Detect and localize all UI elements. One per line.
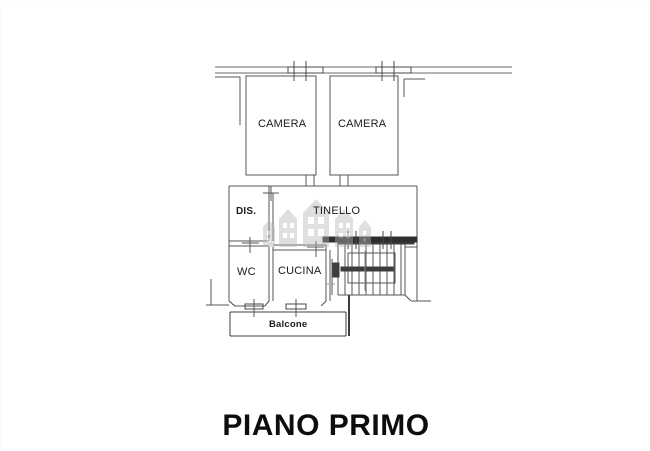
room-outline-camera-left [245,75,317,176]
room-label-balcone: Balcone [269,319,308,330]
room-label-tinello: TINELLO [313,205,361,217]
balcone-outline [229,311,347,337]
door-cucina [307,241,324,257]
door-dis-wc [242,237,259,253]
window-top-right [375,61,412,81]
wall-cucina-tinello [273,244,331,307]
wall-stub-top-left [215,76,241,125]
staircase [331,238,415,296]
door-camera-left [305,175,315,186]
door-dis-north [263,186,279,201]
room-label-cucina: CUCINA [278,265,322,277]
room-label-camera-right: CAMERA [338,118,387,130]
stair-balustrade-ticks [347,231,392,249]
exterior-wall-top [215,66,512,74]
wall-dis-wc-horizontal [229,240,269,247]
stair-landing-bar [322,236,418,243]
room-label-disimpegno: DIS. [236,206,257,217]
wall-stub-top-right [403,78,425,97]
door-wc-balcone [244,299,264,317]
room-label-camera-left: CAMERA [258,118,307,130]
door-cucina-balcone [285,299,307,317]
annex-right [404,246,431,302]
lower-block-outline [228,185,418,307]
page-title: PIANO PRIMO [222,409,430,442]
wall-dis-wc-partition [264,186,274,307]
room-outline-camera-right [329,75,399,176]
room-label-wc: WC [237,266,256,278]
door-camera-right [339,175,349,186]
window-top-left [287,61,324,81]
wall-stub-left-lower [206,279,229,306]
